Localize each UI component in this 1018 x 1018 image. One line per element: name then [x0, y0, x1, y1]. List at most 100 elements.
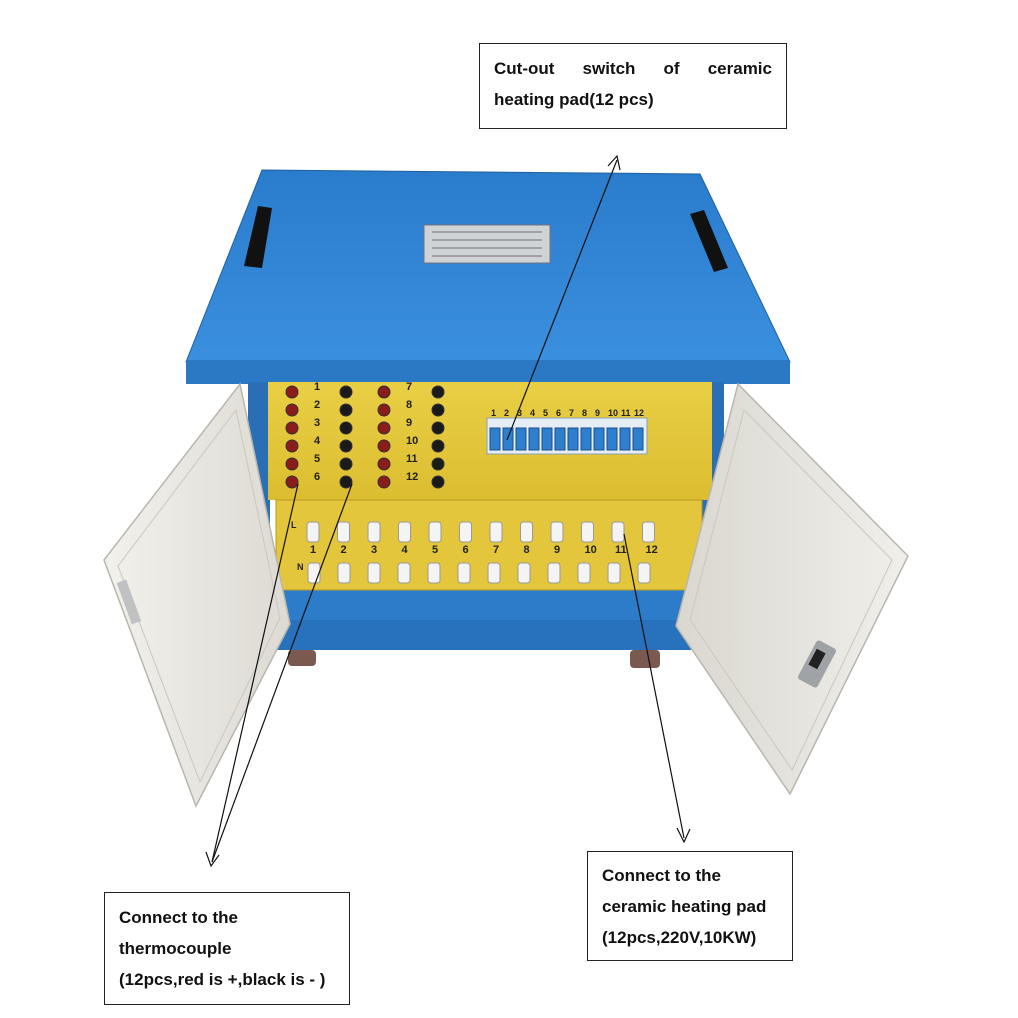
pad-socket-line — [428, 521, 442, 543]
pad-socket-line — [489, 521, 503, 543]
terminal-jack — [339, 385, 353, 399]
switch-number: 12 — [634, 408, 644, 418]
terminal-number: 9 — [406, 417, 412, 429]
pad-number: 1 — [310, 544, 316, 556]
terminal-number: 10 — [406, 435, 418, 447]
terminal-number: 12 — [406, 471, 418, 483]
callout-thermo-line2: thermocouple — [119, 939, 232, 958]
terminal-number: 6 — [314, 471, 320, 483]
terminal-jack — [431, 421, 445, 435]
pad-socket-line — [306, 521, 320, 543]
arrow-thermo-red — [211, 483, 299, 863]
switch-number: 4 — [530, 408, 535, 418]
pad-socket-neutral — [307, 562, 321, 584]
nameplate-engraving — [432, 231, 542, 257]
terminal-jack — [377, 475, 391, 489]
terminal-number: 4 — [314, 435, 321, 447]
cutout-switch — [515, 427, 527, 451]
pad-socket-line — [550, 521, 564, 543]
pad-number: 8 — [524, 544, 530, 556]
terminal-number: 5 — [314, 453, 320, 465]
terminal-jack — [339, 475, 353, 489]
terminal-jack — [339, 403, 353, 417]
row-label-neutral: N — [297, 562, 304, 572]
pad-socket-neutral — [577, 562, 591, 584]
callout-arrows — [205, 154, 691, 868]
cutout-switch — [580, 427, 592, 451]
handle-right-icon — [690, 210, 728, 272]
pad-socket-neutral — [547, 562, 561, 584]
callout-switch-line2: heating pad(12 pcs) — [494, 90, 654, 109]
terminal-jack — [285, 457, 299, 471]
switch-number: 11 — [621, 408, 631, 418]
terminal-jack — [431, 457, 445, 471]
terminal-number: 1 — [314, 381, 320, 393]
arrow-pad — [623, 533, 685, 839]
switch-number: 5 — [543, 408, 548, 418]
door-right-latch-icon — [798, 640, 836, 688]
switch-number: 9 — [595, 408, 600, 418]
terminal-jack — [377, 421, 391, 435]
pad-socket-line — [459, 521, 472, 543]
terminal-jack — [285, 403, 299, 417]
pad-number: 5 — [432, 544, 438, 556]
terminal-number: 7 — [406, 381, 412, 393]
cutout-switch — [606, 427, 618, 451]
pad-socket-line — [611, 521, 625, 543]
pad-socket-neutral — [487, 562, 501, 584]
pad-number: 10 — [585, 544, 597, 556]
terminal-jack — [431, 475, 445, 489]
terminal-jack — [339, 457, 353, 471]
pad-socket-line — [520, 521, 533, 543]
cabinet-door-left — [103, 382, 291, 808]
terminal-jack — [431, 385, 445, 399]
nameplate — [423, 224, 551, 264]
pad-number: 6 — [463, 544, 469, 556]
terminal-number: 2 — [314, 399, 320, 411]
switch-number: 7 — [569, 408, 574, 418]
cutout-switch — [593, 427, 605, 451]
cabinet-front-rim — [186, 360, 790, 384]
callout-pad-line3: (12pcs,220V,10KW) — [602, 928, 757, 947]
terminal-jack — [339, 439, 353, 453]
cutout-switch — [619, 427, 631, 451]
terminal-jack — [377, 403, 391, 417]
switch-number: 3 — [517, 408, 522, 418]
pad-socket-line — [337, 521, 350, 543]
arrowhead-pad — [676, 827, 691, 844]
arrow-thermo-black — [211, 483, 353, 863]
pad-socket-neutral — [397, 562, 411, 584]
door-left-latch — [116, 579, 142, 625]
pad-socket-neutral — [367, 562, 381, 584]
terminal-jack — [377, 439, 391, 453]
callout-pad-line1: Connect to the — [602, 866, 721, 885]
handle-left-icon — [244, 206, 272, 268]
callout-cutout-switch: Cut-out switch of ceramic heating pad(12… — [479, 43, 787, 129]
cabinet-door-right — [675, 382, 909, 796]
cutout-switch — [567, 427, 579, 451]
row-label-line: L — [291, 520, 297, 530]
switch-number: 2 — [504, 408, 509, 418]
pad-socket-neutral — [607, 562, 621, 584]
cutout-switch — [554, 427, 566, 451]
pad-number: 11 — [615, 544, 627, 556]
cutout-switch — [489, 427, 501, 451]
cutout-switch — [541, 427, 553, 451]
callout-thermo-line1: Connect to the — [119, 908, 238, 927]
terminal-jack — [285, 385, 299, 399]
terminal-jack — [285, 421, 299, 435]
callout-thermocouple: Connect to the thermocouple (12pcs,red i… — [104, 892, 350, 1005]
switch-number: 10 — [608, 408, 618, 418]
terminal-number: 8 — [406, 399, 412, 411]
pad-socket-line — [581, 521, 594, 543]
pad-number: 9 — [554, 544, 560, 556]
terminal-jack — [377, 385, 391, 399]
callout-heating-pad: Connect to the ceramic heating pad (12pc… — [587, 851, 793, 961]
pad-socket-line — [367, 521, 381, 543]
pad-socket-neutral — [517, 562, 531, 584]
terminal-jack — [431, 439, 445, 453]
arrow-switch — [506, 159, 618, 441]
